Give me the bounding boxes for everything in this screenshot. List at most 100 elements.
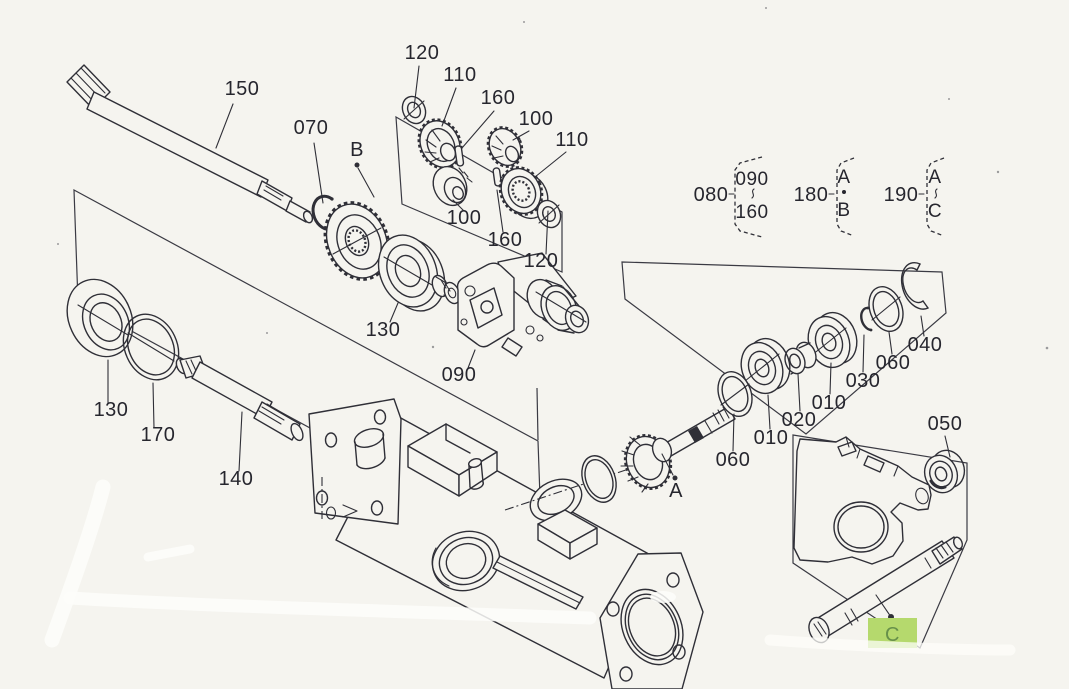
reference-groups: 080 090 160 180 A B 190 A C — [694, 156, 945, 238]
scan-artifacts — [44, 7, 1049, 656]
leader-line — [238, 411, 243, 472]
o-ring-060-lower — [717, 371, 753, 417]
differential-case-090 — [456, 252, 590, 357]
part-callout-130[interactable]: 130 — [366, 319, 401, 341]
part-callout-030[interactable]: 030 — [846, 370, 881, 392]
part-callout-050[interactable]: 050 — [928, 413, 963, 435]
part-callout-150[interactable]: 150 — [225, 78, 260, 100]
part-callout-040[interactable]: 040 — [908, 334, 943, 356]
o-ring-a — [581, 455, 617, 503]
separator-dot — [842, 190, 846, 194]
part-callout-110[interactable]: 110 — [555, 129, 588, 151]
bearing-010-left — [740, 337, 791, 395]
side-gear-110-right — [498, 166, 549, 220]
bearing-050 — [923, 449, 966, 494]
pinion-shaft — [620, 406, 736, 493]
part-callout-110[interactable]: 110 — [443, 64, 476, 86]
pinion-pin-160-lower — [492, 167, 503, 187]
ref-range-top: 090 — [735, 169, 768, 190]
axle-shaft-150 — [66, 64, 314, 224]
ref-range-top: A — [928, 167, 941, 188]
leader-line — [661, 453, 674, 476]
leader-line — [496, 189, 504, 233]
panel-fragment — [536, 387, 539, 441]
seal-130-left — [66, 278, 134, 358]
panel-bearing-stack-group — [621, 261, 947, 435]
ref-range-bottom: 160 — [735, 202, 768, 223]
part-callout-060[interactable]: 060 — [876, 352, 911, 374]
leader-line — [313, 142, 324, 204]
diff-gear-cluster — [401, 95, 562, 229]
part-callout-070[interactable]: 070 — [294, 117, 329, 139]
leader-line — [732, 413, 735, 452]
part-callout-090[interactable]: 090 — [442, 364, 477, 386]
ref-group-180: 180 A B — [794, 157, 855, 237]
shaft-140 — [175, 355, 304, 442]
bevel-gear-110-left — [417, 118, 463, 170]
part-callout-010[interactable]: 010 — [754, 427, 789, 449]
leader-line — [452, 199, 465, 212]
part-callout-120[interactable]: 120 — [405, 42, 440, 64]
part-callout-100[interactable]: 100 — [519, 108, 554, 130]
ref-group-190: 190 A C — [884, 157, 945, 237]
snap-ring-060-upper — [868, 286, 904, 332]
highlighted-part-callout[interactable]: C — [885, 624, 900, 646]
ref-range-top: A — [837, 167, 850, 188]
leader-line — [413, 65, 420, 109]
part-drawings — [66, 64, 966, 689]
leader-line — [888, 331, 893, 355]
support-bracket — [793, 436, 932, 565]
part-callout-170[interactable]: 170 — [141, 424, 176, 446]
part-callout-B[interactable]: B — [350, 139, 364, 161]
part-callout-130[interactable]: 130 — [94, 399, 129, 421]
ref-label[interactable]: 190 — [884, 184, 919, 206]
leader-dot — [354, 162, 360, 168]
bearing-010-right — [807, 311, 858, 369]
bevel-gear-100-left — [432, 165, 473, 207]
ref-range-bottom: B — [837, 200, 850, 221]
clip-030 — [860, 306, 873, 332]
leader-line — [389, 302, 399, 323]
ref-range-bottom: C — [928, 201, 942, 222]
part-callout-160[interactable]: 160 — [488, 229, 523, 251]
leader-line — [152, 382, 155, 429]
housing-right-flange — [599, 552, 704, 689]
part-callout-120[interactable]: 120 — [524, 250, 559, 272]
leader-line — [512, 130, 530, 141]
part-callout-A[interactable]: A — [669, 480, 683, 502]
part-callout-010[interactable]: 010 — [812, 392, 847, 414]
leader-line — [920, 315, 925, 337]
bearing-130-center — [377, 234, 446, 312]
leader-line — [767, 394, 771, 430]
gear-b — [323, 201, 391, 281]
leader-dot — [672, 475, 678, 481]
housing-round-boss — [431, 530, 501, 592]
leader-line — [461, 110, 495, 149]
leader-line — [944, 435, 951, 458]
leader-line — [545, 210, 549, 255]
leader-line — [441, 87, 457, 127]
part-callout-020[interactable]: 020 — [782, 409, 817, 431]
housing-top-block-2 — [537, 509, 598, 560]
bearing-stack — [717, 262, 929, 417]
leader-line — [875, 594, 892, 618]
snap-ring-040 — [900, 262, 929, 310]
part-callout-140[interactable]: 140 — [219, 468, 254, 490]
leader-line — [215, 103, 234, 149]
splined-coupling — [431, 274, 461, 305]
leader-line — [534, 151, 567, 178]
leader-line — [829, 362, 832, 395]
housing-top-block — [407, 423, 498, 497]
part-callout-100[interactable]: 100 — [447, 207, 482, 229]
part-callout-060[interactable]: 060 — [716, 449, 751, 471]
leader-line — [467, 349, 476, 369]
ref-label[interactable]: 180 — [794, 184, 829, 206]
ref-label[interactable]: 080 — [694, 184, 729, 206]
bolt-marker — [321, 477, 358, 520]
o-ring-170 — [122, 313, 180, 381]
part-callout-160[interactable]: 160 — [481, 87, 516, 109]
leader-line — [862, 334, 865, 373]
shaft-c — [808, 536, 964, 644]
